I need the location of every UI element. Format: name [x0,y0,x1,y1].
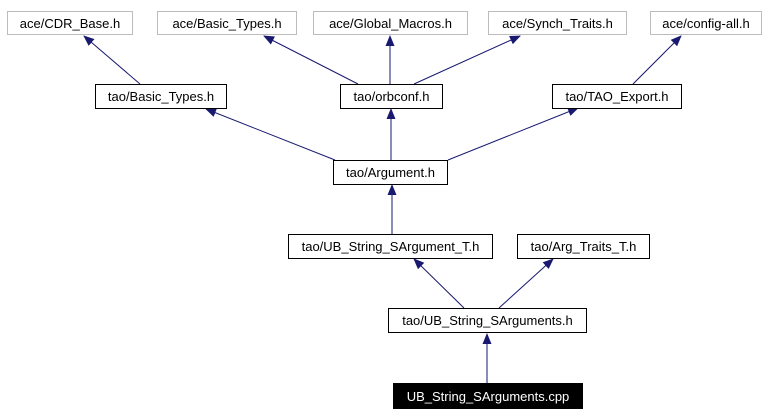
node-ub-string-sarguments-cpp: UB_String_SArguments.cpp [393,383,583,409]
edge-argument-to-taobasictypes [205,108,336,161]
node-ace-basic-types-h[interactable]: ace/Basic_Types.h [157,11,297,35]
node-tao-argument-h[interactable]: tao/Argument.h [333,160,448,185]
node-tao-basic-types-h[interactable]: tao/Basic_Types.h [95,84,227,109]
node-tao-orbconf-h[interactable]: tao/orbconf.h [340,84,443,109]
node-tao-ub-string-sargument-t-h[interactable]: tao/UB_String_SArgument_T.h [288,234,493,259]
edge-basictypes-to-cdrbase [83,35,141,85]
edge-taoexport-to-configall [632,35,682,85]
edge-orbconf-to-synchtraits [413,35,521,85]
edge-argument-to-taoexport [447,107,579,161]
node-ace-global-macros-h[interactable]: ace/Global_Macros.h [313,11,468,35]
edge-sargumentsh-to-sargumentt [413,258,465,309]
node-tao-ub-string-sarguments-h[interactable]: tao/UB_String_SArguments.h [388,308,587,333]
node-ace-synch-traits-h[interactable]: ace/Synch_Traits.h [488,11,627,35]
node-ace-cdr-base-h[interactable]: ace/CDR_Base.h [7,11,133,35]
edge-sargumentsh-to-argtraits [498,258,554,309]
node-tao-tao-export-h[interactable]: tao/TAO_Export.h [552,84,682,109]
node-ace-config-all-h[interactable]: ace/config-all.h [650,11,762,35]
node-tao-arg-traits-t-h[interactable]: tao/Arg_Traits_T.h [517,234,650,259]
edge-orbconf-to-acebasictypes [263,35,359,85]
